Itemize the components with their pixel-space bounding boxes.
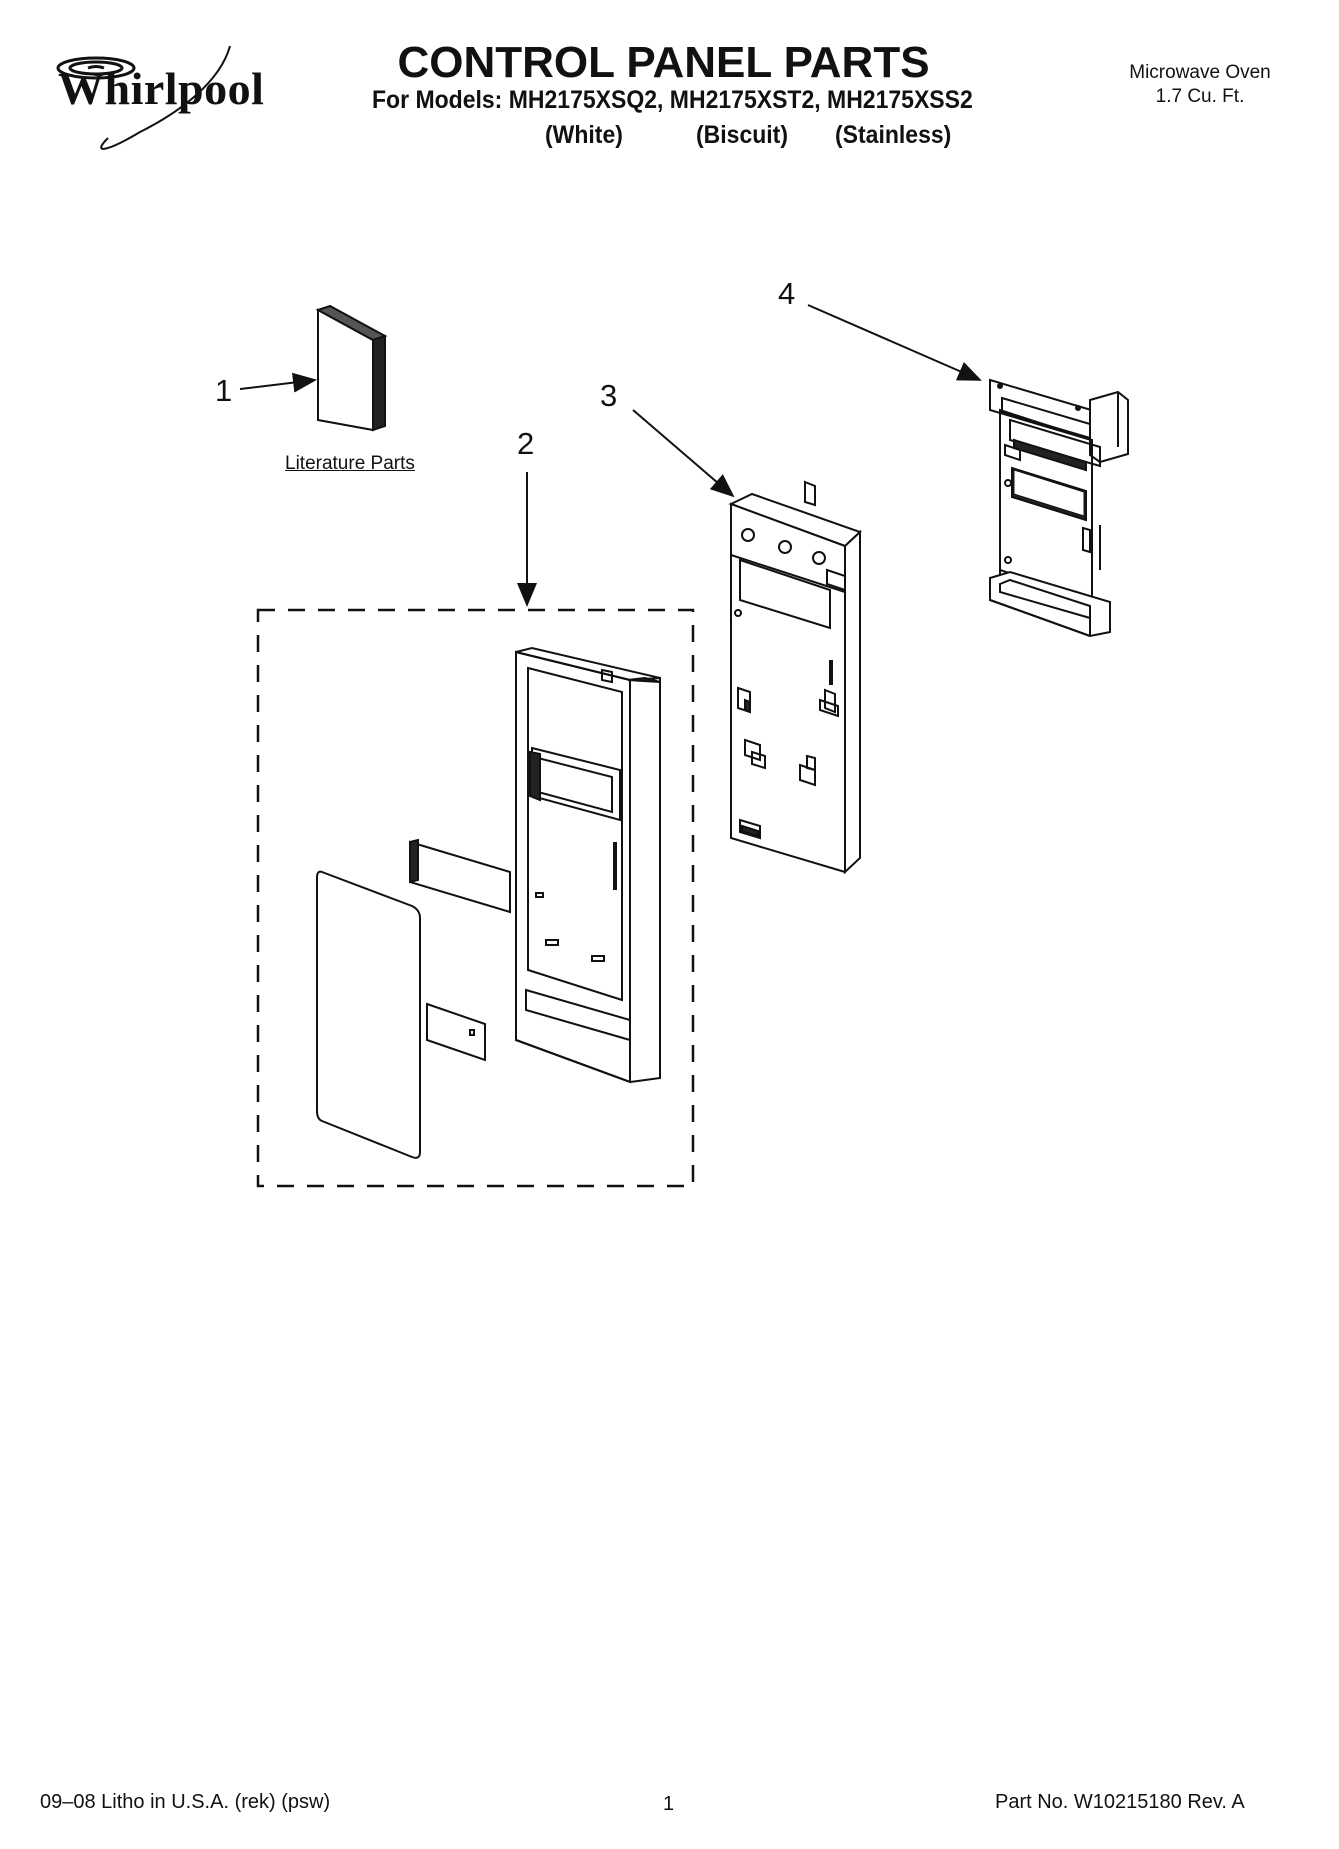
- part-literature-booklet: [315, 304, 388, 432]
- part-control-panel-front: [515, 646, 661, 1084]
- variant-white: (White): [545, 121, 623, 149]
- product-type: Microwave Oven: [1129, 62, 1271, 83]
- brand-logo: Whirlpool: [58, 63, 265, 114]
- footer-print-info: 09–08 Litho in U.S.A. (rek) (psw): [40, 1791, 331, 1813]
- variant-stainless: (Stainless): [835, 121, 952, 149]
- footer-part-number: Part No. W10215180 Rev. A: [995, 1791, 1245, 1813]
- kit-dashed-box: [256, 608, 695, 1188]
- part-control-board: [989, 378, 1129, 638]
- part-small-plate: [426, 1002, 486, 1062]
- capacity: 1.7 Cu. Ft.: [1155, 86, 1245, 107]
- leader-line-3: [632, 409, 735, 498]
- footer-page-number: 1: [663, 1793, 675, 1815]
- literature-parts-label: Literature Parts: [285, 453, 415, 474]
- callout-3: 3: [600, 378, 618, 413]
- callout-4: 4: [778, 276, 796, 311]
- part-display-window: [409, 838, 511, 914]
- whirlpool-swirl-icon: [56, 45, 231, 150]
- models-line: For Models: MH2175XSQ2, MH2175XST2, MH21…: [372, 86, 973, 114]
- variant-biscuit: (Biscuit): [696, 121, 788, 149]
- callout-2: 2: [517, 426, 535, 461]
- page-title: CONTROL PANEL PARTS: [397, 38, 930, 87]
- leader-line-4: [807, 304, 982, 381]
- part-control-panel-frame: [728, 480, 862, 875]
- leader-line-1: [239, 372, 317, 393]
- callout-1: 1: [215, 373, 233, 408]
- part-touchpad-overlay: [316, 870, 421, 1159]
